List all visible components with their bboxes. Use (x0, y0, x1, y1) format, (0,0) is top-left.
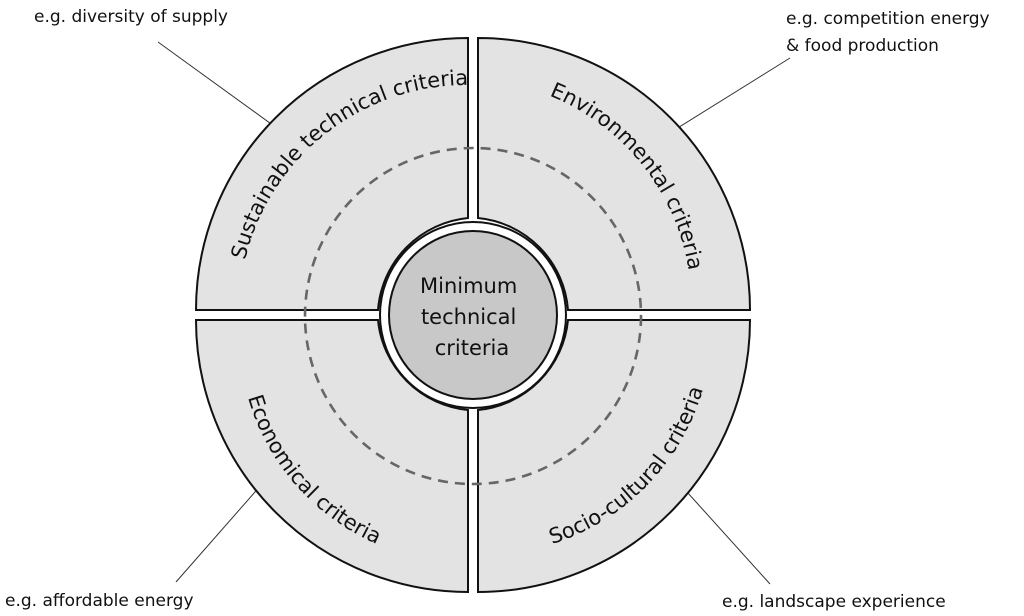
center-label-line-3: criteria (435, 336, 510, 360)
leader-line-bottom-left (175, 483, 263, 583)
example-label-top-left: e.g. diversity of supply (34, 7, 228, 27)
leader-line-bottom-right (677, 481, 771, 585)
example-label-top-right-line-2: & food production (786, 36, 939, 56)
center-circle (388, 230, 558, 400)
quadrant-top-left (194, 36, 469, 311)
center-label-line-2: technical (421, 305, 516, 329)
example-label-bottom-left: e.g. affordable energy (5, 591, 194, 611)
dashed-ring (303, 146, 643, 486)
leader-line-top-left (157, 41, 286, 135)
example-label-top-right-line-1: e.g. competition energy (786, 9, 990, 29)
quadrant-top-right (477, 36, 752, 311)
center-label: Minimum technical criteria (420, 274, 524, 360)
center-label-line-1: Minimum (420, 274, 517, 298)
leader-line-top-right (667, 57, 791, 135)
example-label-top-right: e.g. competition energy & food productio… (786, 9, 995, 56)
example-label-bottom-right: e.g. landscape experience (722, 592, 946, 612)
